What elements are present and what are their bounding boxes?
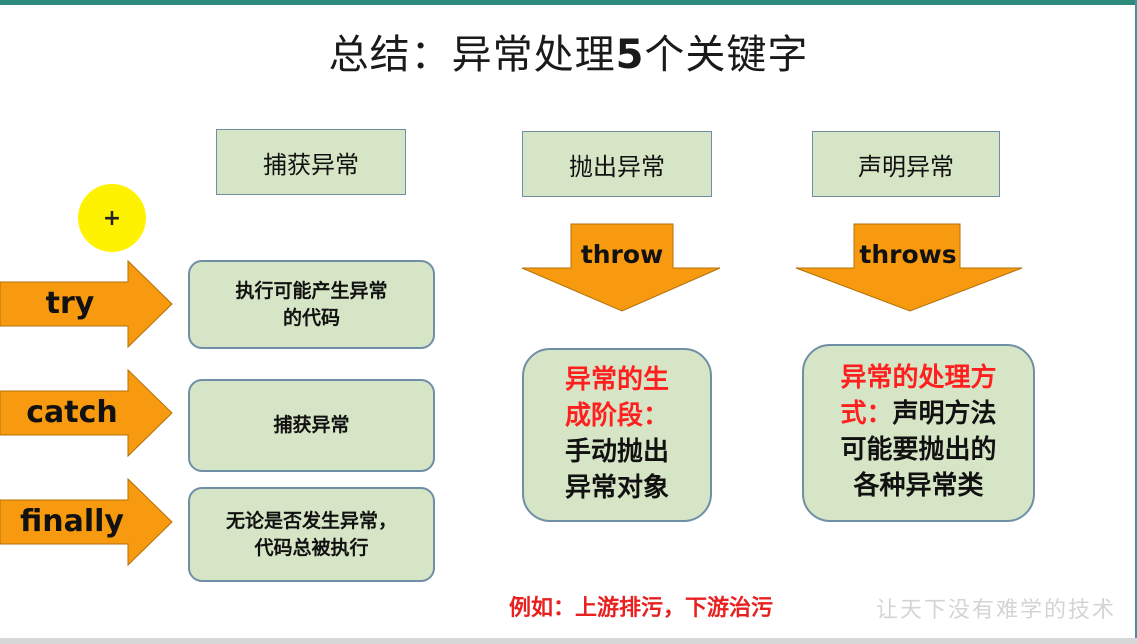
cursor-plus: + [102,205,122,231]
try-description-box: 执行可能产生异常 的代码 [188,260,435,349]
finally-arrow [0,477,173,567]
throws-line2-rest: 声明方法 [892,399,997,430]
catch-arrow [0,368,173,458]
cursor-highlight: + [78,184,146,252]
try-arrow [0,259,173,349]
slide-title: 总结：异常处理5个关键字 [0,22,1137,80]
throw-line3: 手动抛出 [564,437,669,467]
header-declare-label: 声明异常 [858,152,954,181]
catch-desc-line1: 捕获异常 [273,414,350,437]
throws-explanation-box: 异常的处理方 式：声明方法 可能要抛出的 各种异常类 [802,344,1035,522]
throw-red-line1: 异常的生 [564,365,669,396]
top-border [0,0,1137,5]
finally-desc-line2: 代码总被执行 [254,536,369,559]
finally-desc-line1: 无论是否发生异常， [225,509,397,532]
throw-red-line2: 成阶段： [564,401,669,432]
throw-down-arrow [521,223,721,312]
throw-keyword: throw [580,240,664,269]
title-suffix: 个关键字 [644,32,809,78]
header-catch-exception: 捕获异常 [216,129,406,195]
finally-keyword: finally [20,504,124,539]
title-prefix: 总结：异常处理 [328,32,616,78]
try-keyword: try [45,286,95,321]
throws-red-part: 式： [840,399,893,430]
header-throw-label: 抛出异常 [569,152,665,181]
throws-line4: 各种异常类 [853,470,984,501]
header-throw-exception: 抛出异常 [522,131,712,197]
finally-description-box: 无论是否发生异常， 代码总被执行 [188,487,435,582]
catch-keyword: catch [26,395,118,430]
throws-line3: 可能要抛出的 [840,435,997,465]
try-desc-line2: 的代码 [282,306,340,329]
watermark-text: 让天下没有难学的技术 [876,598,1117,623]
header-declare-exception: 声明异常 [812,131,1000,197]
title-number: 5 [615,32,645,78]
throw-explanation-box: 异常的生 成阶段： 手动抛出 异常对象 [522,348,712,522]
throws-keyword: throws [859,240,957,269]
header-catch-label: 捕获异常 [263,150,359,179]
example-text: 例如：上游排污，下游治污 [509,596,774,621]
throw-line4: 异常对象 [564,472,669,503]
bottom-bar [0,638,1137,644]
throws-red-line1: 异常的处理方 [840,363,997,394]
throws-down-arrow [795,223,1023,312]
right-border [1135,0,1137,644]
catch-description-box: 捕获异常 [188,379,435,472]
try-desc-line1: 执行可能产生异常 [235,279,388,302]
